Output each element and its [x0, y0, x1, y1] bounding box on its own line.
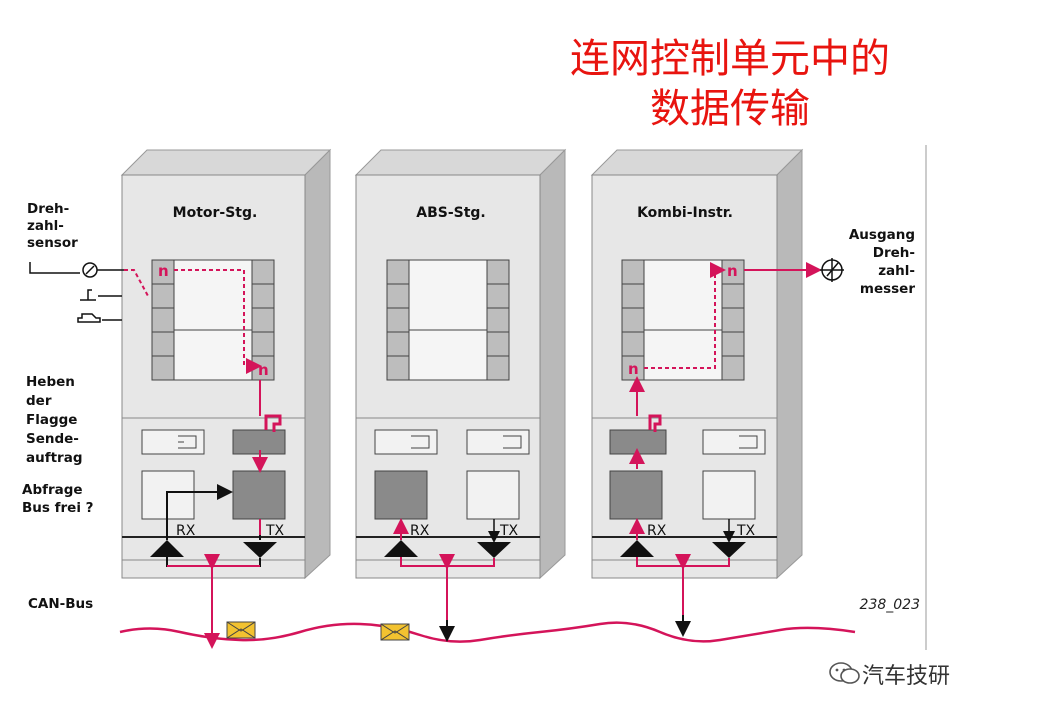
- bus-connectors: [204, 554, 691, 649]
- kombi-n-registers: nn: [628, 262, 738, 378]
- output-label-line-4: messer: [860, 281, 915, 297]
- flag-label-line-5: auftrag: [26, 450, 82, 466]
- sensor-label-line-2: zahl-: [27, 218, 64, 234]
- unit-motor: [120, 148, 332, 580]
- flag-label-line-3: Flagge: [26, 412, 77, 428]
- temperature-sensor-icon: [80, 289, 122, 301]
- query-label-line-2: Bus frei ?: [22, 500, 93, 516]
- output-label-line-2: Dreh-: [873, 245, 915, 261]
- right-labels: Ausgang Dreh- zahl- messer: [849, 227, 915, 297]
- speed-sensor-icon: [29, 262, 124, 278]
- motor-n-registers: nn: [158, 262, 269, 379]
- unit-motor-name: Motor-Stg.: [173, 205, 258, 221]
- flag-label-line-2: der: [26, 393, 52, 409]
- output-label-line-3: zahl-: [878, 263, 915, 279]
- motor-data-path: [124, 269, 282, 473]
- message-envelope-icon: [380, 623, 410, 641]
- unit-abs-rx: RX: [410, 523, 430, 539]
- unit-kombi-rx: RX: [647, 523, 667, 539]
- wechat-icon: [829, 662, 860, 684]
- title-line-1: 连网控制单元中的: [570, 36, 890, 82]
- unit-motor-tx: TX: [265, 523, 285, 539]
- tachometer-icon: [820, 258, 844, 282]
- unit-kombi: [590, 148, 804, 580]
- svg-text:n: n: [628, 360, 639, 378]
- sensor-label-line-3: sensor: [27, 235, 78, 251]
- output-label-line-1: Ausgang: [849, 227, 915, 243]
- svg-text:n: n: [258, 361, 269, 379]
- oil-sensor-icon: [77, 313, 122, 323]
- message-envelope-icon: [226, 621, 256, 639]
- unit-kombi-name: Kombi-Instr.: [637, 205, 733, 221]
- unit-kombi-tx: TX: [736, 523, 756, 539]
- query-label-line-1: Abfrage: [22, 482, 83, 498]
- unit-abs: [354, 148, 567, 580]
- flag-label-line-4: Sende-: [26, 431, 79, 447]
- svg-text:n: n: [158, 262, 169, 280]
- sensor-label-line-1: Dreh-: [27, 201, 69, 217]
- unit-motor-rx: RX: [176, 523, 196, 539]
- title-line-2: 数据传输: [650, 86, 810, 132]
- flag-label-line-1: Heben: [26, 374, 75, 390]
- can-bus-line: [119, 621, 856, 643]
- watermark-text: 汽车技研: [862, 664, 951, 689]
- can-bus-label: CAN-Bus: [28, 596, 93, 612]
- svg-text:n: n: [727, 262, 738, 280]
- figure-number: 238_023: [860, 597, 920, 613]
- left-labels: Dreh- zahl- sensor Heben der Flagge Send…: [22, 201, 93, 612]
- unit-abs-tx: TX: [499, 523, 519, 539]
- unit-abs-name: ABS-Stg.: [416, 205, 486, 221]
